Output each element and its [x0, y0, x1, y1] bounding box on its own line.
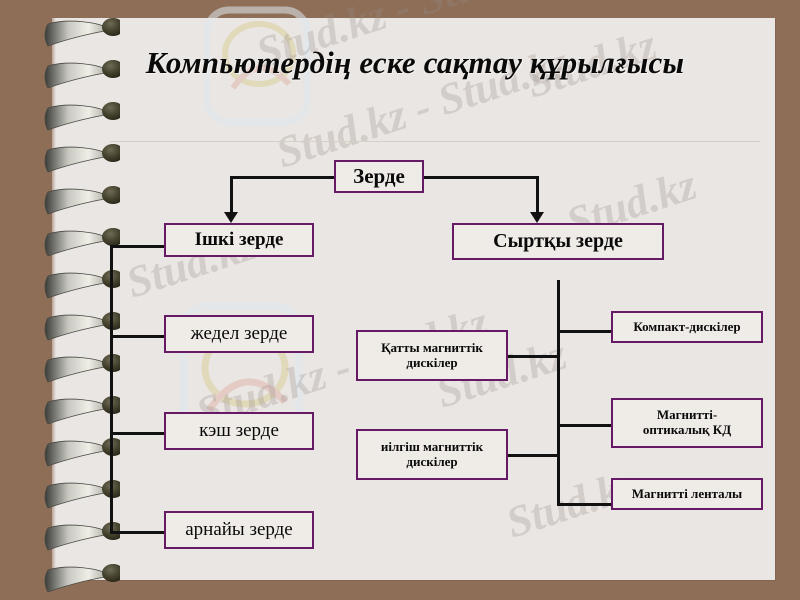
connector-cache-stub: [110, 432, 165, 435]
node-label: Ішкі зерде: [194, 229, 284, 251]
node-cache[interactable]: кэш зерде: [164, 412, 314, 450]
node-label: Сыртқы зерде: [493, 230, 623, 253]
connector-mo-stub: [557, 424, 612, 427]
arrow-head-external: [530, 212, 544, 223]
connector-hdd-stub: [508, 355, 560, 358]
node-label: Магнитті ленталы: [631, 485, 743, 501]
page-title: Компьютердің еске сақтау құрылғысы: [145, 45, 685, 80]
connector-cd-stub: [557, 330, 612, 333]
arrow-head-internal: [224, 212, 238, 223]
node-label: кэш зерде: [199, 420, 279, 442]
connector-root-to-internal-v: [230, 176, 233, 214]
connector-tape-stub: [557, 503, 612, 506]
node-label-line2: дискілер: [406, 354, 458, 370]
connector-external-trunk-top: [557, 280, 560, 283]
node-special-memory[interactable]: арнайы зерде: [164, 511, 314, 549]
node-label-line1: иілгіш магниттік: [380, 438, 484, 454]
node-compact-disks[interactable]: Компакт-дискілер: [611, 311, 763, 343]
connector-root-to-external-h: [424, 176, 539, 179]
connector-fdd-stub: [508, 454, 560, 457]
node-internal-memory[interactable]: Ішкі зерде: [164, 223, 314, 257]
node-hard-magnetic-disks[interactable]: Қатты магниттік дискілер: [356, 330, 508, 381]
node-label-line1: Магнитті-: [656, 407, 718, 423]
node-external-memory[interactable]: Сыртқы зерде: [452, 223, 664, 260]
connector-ram-stub: [110, 335, 165, 338]
connector-internal-stub: [110, 245, 165, 248]
connector-internal-trunk: [110, 245, 113, 534]
node-label: жедел зерде: [190, 323, 288, 345]
node-label-line2: дискілер: [406, 453, 458, 469]
node-floppy-magnetic-disks[interactable]: иілгіш магниттік дискілер: [356, 429, 508, 480]
node-label: арнайы зерде: [185, 519, 293, 541]
node-root-memory[interactable]: Зерде: [334, 160, 424, 193]
node-label-line2: оптикалық КД: [642, 422, 732, 437]
connector-special-stub: [110, 531, 165, 534]
connector-root-to-external-v: [536, 176, 539, 214]
connector-external-trunk: [557, 280, 560, 506]
node-label: Компакт-дискілер: [633, 318, 741, 334]
node-magneto-optical-cd[interactable]: Магнитті- оптикалық КД: [611, 398, 763, 448]
connector-root-to-internal-h: [230, 176, 334, 179]
node-magnetic-tape[interactable]: Магнитті ленталы: [611, 478, 763, 510]
node-label-line1: Қатты магниттік: [381, 339, 483, 355]
title-divider: [110, 141, 760, 142]
node-label: Зерде: [353, 163, 405, 188]
node-ram[interactable]: жедел зерде: [164, 315, 314, 353]
